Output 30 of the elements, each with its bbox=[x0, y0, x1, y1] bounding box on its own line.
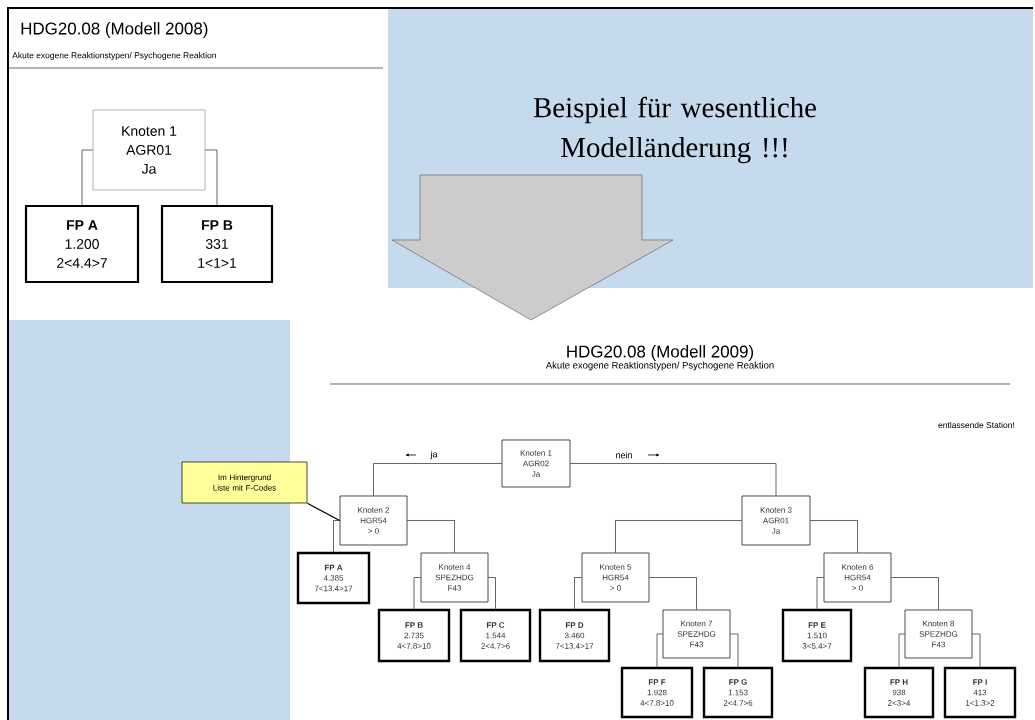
result-box: FP B 331 1<1>1 bbox=[160, 204, 274, 284]
connector bbox=[898, 633, 905, 668]
connector bbox=[488, 577, 496, 610]
subtitle: Akute exogene Reaktionstypen/ Psychogene Reaktion bbox=[12, 52, 216, 60]
connector bbox=[972, 633, 981, 668]
result-box: FP A 1.200 2<4.4>7 bbox=[24, 204, 140, 284]
connector bbox=[81, 149, 93, 206]
connector bbox=[205, 149, 218, 206]
connector bbox=[615, 520, 742, 553]
connector bbox=[730, 633, 739, 668]
connector bbox=[407, 520, 455, 553]
connector bbox=[413, 577, 421, 610]
decision-box: Knoten 1 AGR01 Ja bbox=[92, 109, 206, 191]
connector bbox=[333, 520, 340, 553]
connector bbox=[574, 577, 582, 610]
subtitle: Akute exogene Reaktionstypen/ Psychogene Reaktion bbox=[545, 361, 774, 371]
headline: Beispiel für wesentliche Modelländerung !!! bbox=[533, 96, 817, 164]
connector bbox=[891, 577, 939, 610]
connector bbox=[373, 463, 502, 496]
edge-label: ja bbox=[430, 450, 438, 460]
title: HDG20.08 (Modell 2008) bbox=[21, 22, 208, 38]
title: HDG20.08 (Modell 2009) bbox=[567, 345, 754, 361]
connector bbox=[810, 520, 858, 553]
connector bbox=[649, 577, 697, 610]
note: entlassende Station! bbox=[938, 421, 1014, 429]
edge-label: nein bbox=[616, 451, 632, 459]
leader-line bbox=[306, 502, 341, 522]
connector bbox=[816, 577, 824, 610]
connector bbox=[656, 633, 663, 668]
connector bbox=[570, 463, 777, 496]
